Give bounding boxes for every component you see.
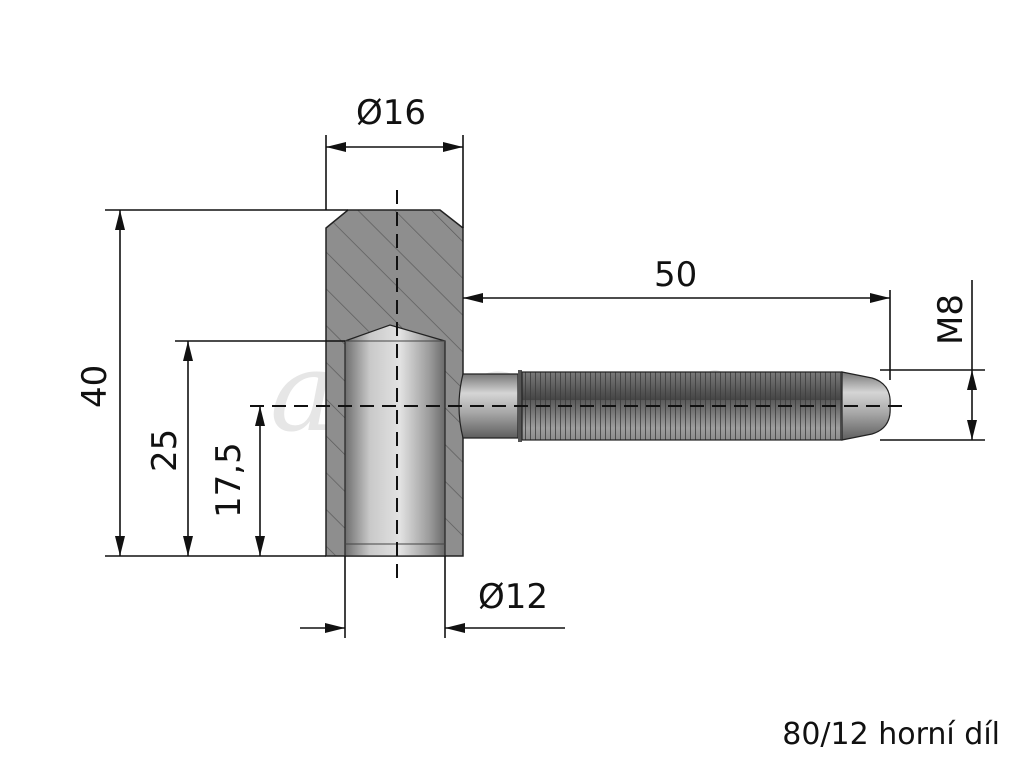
dim-height-17-5: 17,5 (209, 442, 249, 518)
dimension-lines (105, 135, 985, 638)
caption: 80/12 horní díl (782, 717, 1000, 752)
dim-length-50: 50 (654, 255, 697, 295)
dim-diameter-16: Ø16 (356, 93, 426, 133)
dim-height-40: 40 (75, 365, 115, 408)
dim-thread-m8: M8 (931, 294, 971, 345)
hinge-body (325, 209, 464, 557)
dim-height-25: 25 (145, 429, 185, 472)
dim-diameter-12: Ø12 (478, 577, 548, 617)
